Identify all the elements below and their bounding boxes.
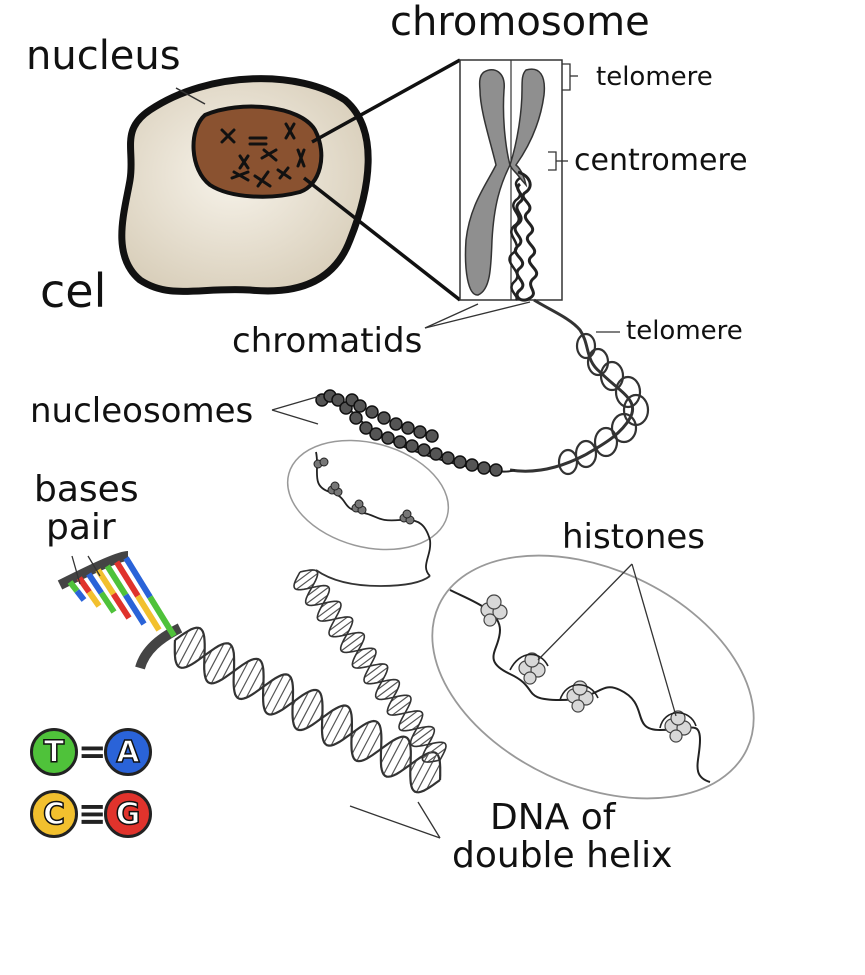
nucleosomes-label: nucleosomes bbox=[30, 391, 254, 431]
bases-label-line1: bases bbox=[34, 469, 139, 510]
chromatids-pointer-b bbox=[424, 301, 531, 329]
zoom-line-top bbox=[311, 58, 461, 144]
nucleosome-zoom-small bbox=[286, 439, 450, 577]
chromosome-panel bbox=[459, 59, 578, 302]
dna-pointer-b bbox=[417, 801, 441, 839]
histones-pointer-b bbox=[631, 563, 677, 717]
triple-bond-symbol: ≡ bbox=[78, 794, 107, 834]
telomere-bracket bbox=[562, 63, 571, 91]
cell bbox=[118, 75, 372, 295]
chromatid-left bbox=[464, 69, 511, 296]
chromatids-pointer-a bbox=[424, 303, 479, 329]
histones-label: histones bbox=[562, 517, 706, 557]
histones-pointer-a bbox=[537, 563, 633, 661]
telomere-bottom-label: telomere bbox=[626, 316, 743, 346]
bases-pointer-a bbox=[71, 555, 81, 585]
double-bond-symbol: = bbox=[78, 732, 107, 772]
telomere-top-label: telomere bbox=[596, 62, 713, 92]
base-pair-ta: T = A bbox=[30, 728, 152, 776]
cel-label: cel bbox=[40, 264, 107, 318]
dna-helix-secondary bbox=[293, 569, 447, 763]
dna-label-line1: DNA of bbox=[490, 797, 616, 838]
chromatid-right bbox=[509, 68, 546, 188]
dna-pointer-a bbox=[349, 805, 441, 839]
base-pair-ribbon bbox=[57, 551, 183, 670]
base-a-circle: A bbox=[104, 728, 152, 776]
nucleus-label: nucleus bbox=[26, 33, 181, 79]
nucleosome-string bbox=[315, 389, 516, 477]
zoom-line-bottom bbox=[302, 176, 462, 302]
bases-label-line2: pair bbox=[46, 507, 116, 548]
bases-pointer-b bbox=[87, 555, 101, 577]
nucleus-pointer bbox=[175, 87, 206, 105]
histone-zoom-large bbox=[431, 554, 755, 800]
fiber-coils bbox=[557, 332, 650, 476]
dna-helix-main bbox=[173, 626, 442, 794]
chromosome-label: chromosome bbox=[390, 0, 650, 45]
dna-label-line2: double helix bbox=[452, 835, 673, 876]
dna-connector bbox=[315, 569, 431, 587]
base-g-circle: G bbox=[104, 790, 152, 838]
base-t-circle: T bbox=[30, 728, 78, 776]
base-c-circle: C bbox=[30, 790, 78, 838]
chromatids-label: chromatids bbox=[232, 321, 423, 361]
base-pair-cg: C ≡ G bbox=[30, 790, 152, 838]
nucleosomes-pointer-b bbox=[271, 409, 319, 425]
nucleus-chromosomes bbox=[220, 122, 306, 188]
nucleosomes-pointer-a bbox=[271, 395, 321, 411]
centromere-label: centromere bbox=[574, 143, 748, 178]
chromatin-fiber bbox=[509, 298, 635, 473]
